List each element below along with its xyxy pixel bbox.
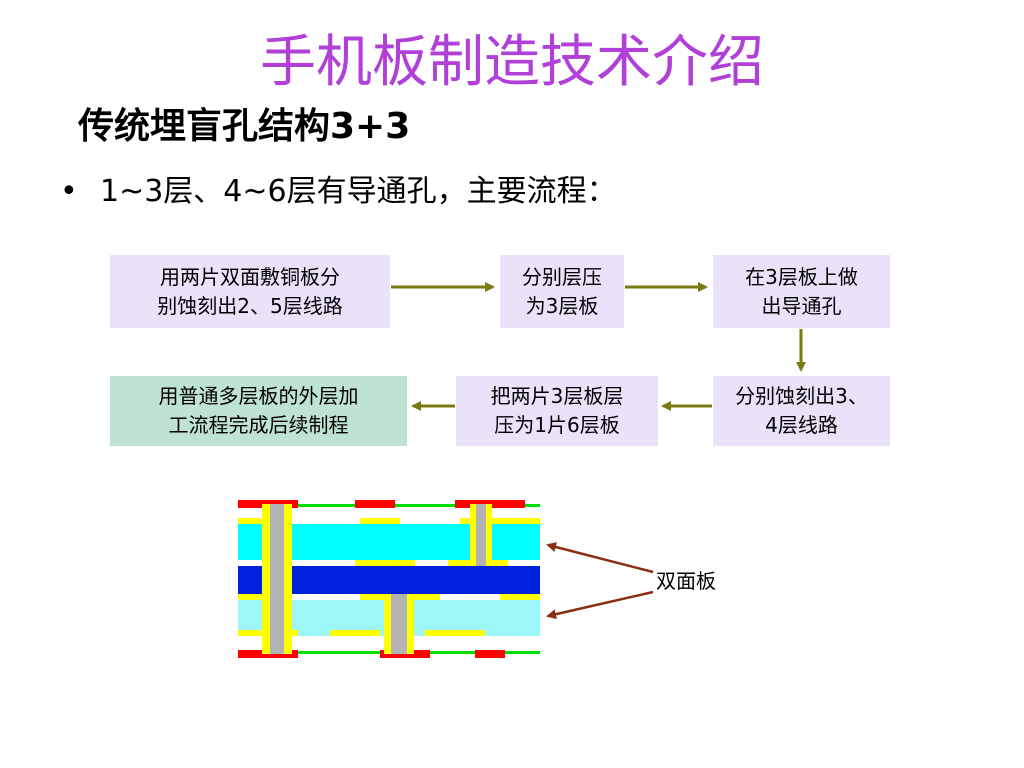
flow-step-outer-layer-process: 用普通多层板的外层加 工流程完成后续制程 bbox=[110, 376, 407, 446]
flow-step-line: 压为1片6层板 bbox=[494, 413, 620, 437]
bullet-dot: • bbox=[60, 174, 78, 209]
flow-step-line: 在3层板上做 bbox=[745, 264, 858, 289]
flow-step-line: 出导通孔 bbox=[761, 293, 842, 318]
pcb-stackup-diagram bbox=[238, 500, 540, 658]
callout-arrow bbox=[546, 542, 654, 574]
double-sided-board-label: 双面板 bbox=[656, 569, 716, 593]
flow-step-line: 用两片双面敷铜板分 bbox=[160, 264, 340, 289]
flow-step-line: 为3层板 bbox=[525, 293, 599, 318]
flow-step-line: 别蚀刻出2、5层线路 bbox=[157, 293, 343, 318]
section-subtitle: 传统埋盲孔结构3+3 bbox=[78, 106, 411, 147]
flow-step-line: 4层线路 bbox=[765, 413, 838, 437]
flow-step-line: 工流程完成后续制程 bbox=[168, 413, 349, 437]
flow-step-laminate-3-layer: 分别层压 为3层板 bbox=[500, 255, 624, 328]
bullet-item: • 1~3层、4~6层有导通孔，主要流程： bbox=[60, 170, 617, 214]
flow-step-line: 分别层压 bbox=[522, 264, 602, 289]
callout-arrow bbox=[546, 590, 654, 620]
flow-step-laminate-6-layer: 把两片3层板层 压为1片6层板 bbox=[456, 376, 658, 446]
page-title: 手机板制造技术介绍 bbox=[260, 30, 764, 95]
flow-step-line: 把两片3层板层 bbox=[490, 384, 624, 408]
flow-step-line: 用普通多层板的外层加 bbox=[158, 384, 359, 408]
flow-step-line: 分别蚀刻出3、 bbox=[735, 384, 868, 408]
flow-step-etch-layers-3-4: 分别蚀刻出3、 4层线路 bbox=[713, 376, 890, 446]
flow-step-drill-via: 在3层板上做 出导通孔 bbox=[713, 255, 890, 328]
flow-step-etch-layers-2-5: 用两片双面敷铜板分 别蚀刻出2、5层线路 bbox=[110, 255, 390, 328]
bullet-text: 1~3层、4~6层有导通孔，主要流程： bbox=[100, 174, 617, 209]
